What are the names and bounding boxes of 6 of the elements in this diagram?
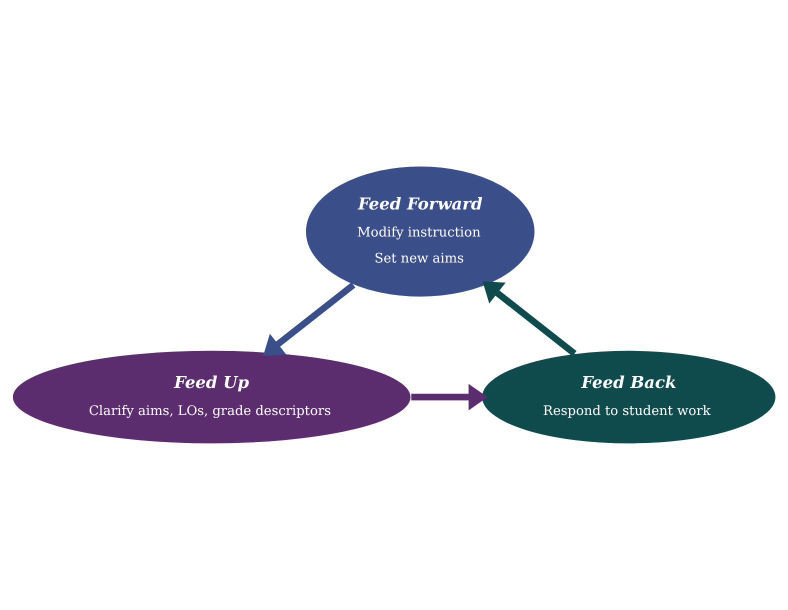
node-ellipse: Feed Up Clarify aims, LOs, grade descriptors bbox=[12, 350, 412, 444]
arrow bbox=[411, 384, 488, 410]
arrow bbox=[482, 281, 577, 356]
node-ellipse: Feed Back Respond to student work bbox=[481, 350, 776, 444]
arrow bbox=[263, 282, 356, 356]
node-ellipse: Feed Forward Modify instruction Set new aims bbox=[305, 166, 536, 298]
